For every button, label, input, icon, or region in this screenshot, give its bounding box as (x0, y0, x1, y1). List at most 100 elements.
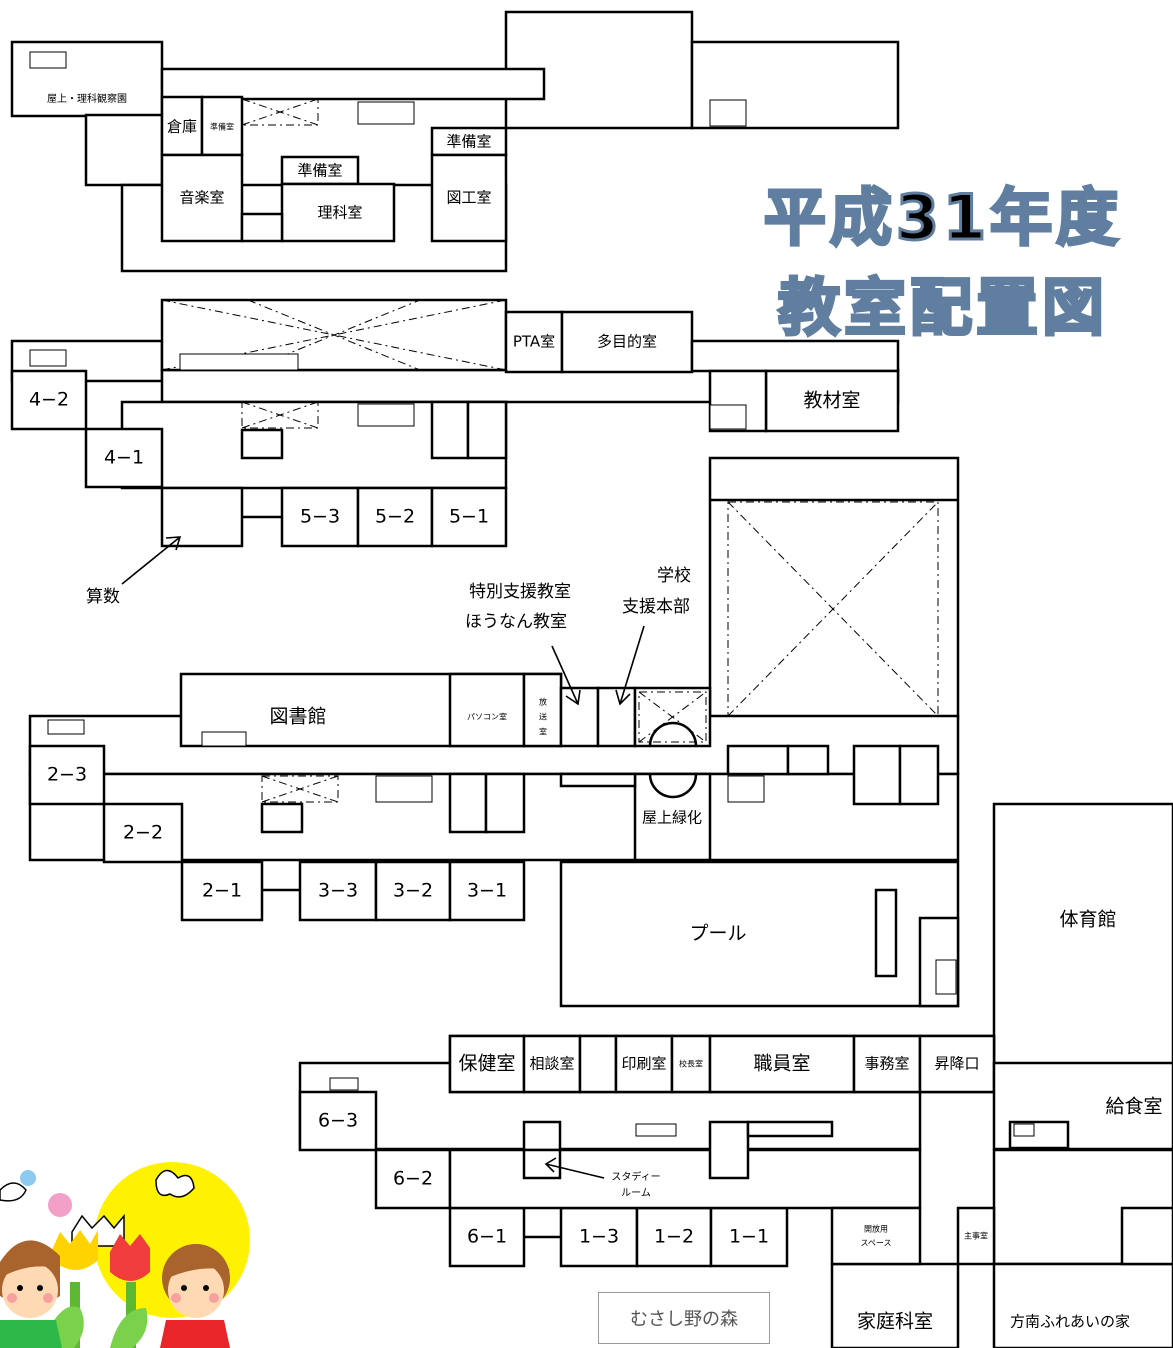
broadcast-label-2: 送 (539, 712, 547, 722)
classroom-6-3 (298, 1090, 378, 1152)
pool (559, 860, 960, 1008)
classroom-2-1-label: 2−1 (202, 880, 242, 902)
support-office-line2: 支援本部 (622, 597, 690, 617)
community-house (992, 1262, 1173, 1348)
classroom-2-2-label: 2−2 (123, 822, 163, 844)
prep-room-science (280, 155, 360, 186)
floor-1: 保健室 相談室 印刷室 校長室 職員室 事務室 昇降口 給食室 6−3 6−2 … (298, 1034, 1173, 1348)
community-house-label: 方南ふれあいの家 (1010, 1313, 1130, 1331)
classroom-4-1-label: 4−1 (104, 447, 144, 469)
print-room (614, 1034, 674, 1094)
classroom-5-2-label: 5−2 (375, 506, 415, 528)
classroom-2-3-label: 2−3 (47, 764, 87, 786)
classroom-3-2 (374, 860, 452, 922)
pta-room (504, 310, 564, 374)
library-label: 図書館 (269, 706, 326, 728)
lunch-room-label: 給食室 (1105, 1096, 1162, 1118)
floor-4: 屋上・理科観察園 倉庫 準備室 音楽室 準備室 理科室 準備室 図工室 (10, 10, 900, 273)
classroom-1-1 (709, 1206, 789, 1268)
classroom-4-2 (10, 369, 88, 431)
title-line2: 教室配置図 (778, 271, 1108, 344)
nurse-office (448, 1034, 526, 1094)
classroom-6-3-label: 6−3 (318, 1110, 358, 1132)
music-room-label: 音楽室 (179, 189, 224, 207)
special-support-line1: 特別支援教室 (469, 582, 571, 602)
music-room (160, 153, 244, 243)
pool-label: プール (689, 923, 746, 945)
prep-room-art-label: 準備室 (446, 133, 491, 151)
print-room-label: 印刷室 (621, 1055, 666, 1073)
classroom-6-1-label: 6−1 (467, 1226, 507, 1248)
classroom-3-1 (448, 860, 526, 922)
kids-illustration (0, 1162, 250, 1348)
classroom-3-2-label: 3−2 (393, 880, 433, 902)
pc-room (448, 672, 526, 748)
classroom-2-1 (180, 860, 264, 922)
staff-room-label: 職員室 (753, 1053, 810, 1075)
classroom-5-3-label: 5−3 (300, 506, 340, 528)
classroom-1-2-label: 1−2 (654, 1226, 694, 1248)
classroom-3-3 (298, 860, 378, 922)
gymnasium (992, 802, 1173, 1066)
general-office-label: 事務室 (864, 1055, 909, 1073)
entrance (918, 1034, 996, 1094)
math-room (160, 486, 244, 548)
consultation-room (522, 1034, 582, 1094)
prep-room-science-label: 準備室 (297, 162, 342, 180)
classroom-5-1 (430, 486, 508, 548)
classroom-3-1-label: 3−1 (467, 880, 507, 902)
materials-room (764, 369, 900, 433)
roof-greening (633, 772, 712, 862)
classroom-4-1 (84, 427, 164, 489)
classroom-2-3 (28, 744, 106, 806)
classroom-5-1-label: 5−1 (449, 506, 489, 528)
home-economics-room (830, 1262, 960, 1348)
prep-room-small (200, 95, 244, 157)
materials-room-label: 教材室 (803, 390, 860, 412)
principal-office-label: 校長室 (679, 1059, 703, 1069)
title-line1: 平成31年度 (764, 181, 1122, 254)
classroom-4-2-label: 4−2 (29, 389, 69, 411)
classroom-1-1-label: 1−1 (729, 1226, 769, 1248)
multipurpose-room-label: 多目的室 (597, 333, 657, 351)
floor-3: PTA室 多目的室 教材室 4−2 4−1 5−3 5−2 5−1 算数 (10, 298, 900, 607)
home-economics-label: 家庭科室 (857, 1311, 933, 1333)
storage-label: 倉庫 (167, 118, 197, 136)
chief-office (956, 1206, 996, 1266)
classroom-1-3 (559, 1206, 639, 1268)
classroom-6-1 (448, 1206, 526, 1268)
gymnasium-label: 体育館 (1059, 909, 1116, 931)
prep-room-small-label: 準備室 (210, 122, 234, 132)
special-support-line2: ほうなん教室 (465, 612, 567, 632)
classroom-1-3-label: 1−3 (579, 1226, 619, 1248)
science-room-label: 理科室 (317, 204, 362, 222)
broadcast-label-1: 放 (539, 697, 547, 707)
broadcast-label-3: 室 (539, 727, 547, 737)
floor-2: 特別支援教室 ほうなん教室 学校 支援本部 図書館 パソコン室 放 送 室 屋上… (28, 456, 1173, 1066)
nurse-office-label: 保健室 (458, 1053, 515, 1075)
classroom-2-2 (102, 802, 184, 864)
math-room-label: 算数 (86, 587, 120, 607)
forest-label: むさし野の森 (598, 1292, 770, 1344)
open-space (830, 1206, 922, 1266)
study-room-line2: ルーム (621, 1187, 651, 1199)
open-space-line1: 開放用 (864, 1224, 888, 1234)
consultation-room-label: 相談室 (529, 1055, 574, 1073)
pta-room-label: PTA室 (513, 333, 555, 351)
rooftop-garden-label: 屋上・理科観察園 (47, 92, 127, 105)
art-room (430, 153, 508, 243)
support-office-line1: 学校 (657, 566, 691, 586)
classroom-6-2-label: 6−2 (393, 1168, 433, 1190)
open-space-line2: スペース (860, 1239, 891, 1248)
roof-greening-label: 屋上緑化 (642, 809, 702, 827)
classroom-3-3-label: 3−3 (318, 880, 358, 902)
science-room (280, 182, 396, 243)
pc-room-label: パソコン室 (467, 712, 507, 722)
study-room (522, 1148, 562, 1180)
general-office (852, 1034, 922, 1094)
chief-office-label: 主事室 (964, 1231, 988, 1241)
art-room-label: 図工室 (446, 189, 491, 207)
entrance-label: 昇降口 (934, 1055, 979, 1073)
study-room-line1: スタディー (611, 1170, 660, 1183)
